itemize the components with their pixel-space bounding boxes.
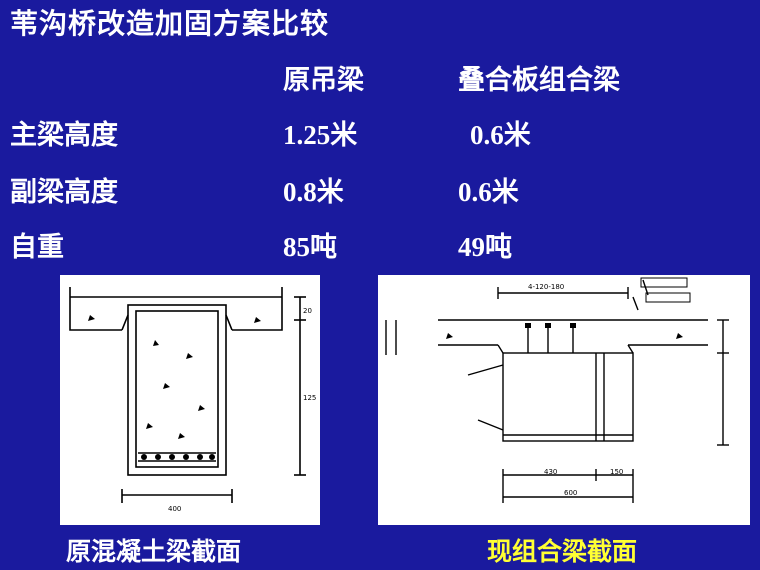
composite-beam-section-svg: 4-120-180 430 150 600: [385, 277, 729, 503]
svg-text:4-120-180: 4-120-180: [528, 283, 564, 291]
row-label-self-weight: 自重: [10, 232, 64, 263]
column-header-composite: 叠合板组合梁: [458, 65, 620, 96]
value-original-main-beam-height: 1.25米: [283, 120, 358, 150]
svg-text:400: 400: [168, 505, 181, 513]
value-composite-self-weight: 49吨: [458, 232, 512, 262]
original-beam-section-svg: 20 125 400: [69, 287, 316, 513]
value-composite-main-beam-height: 0.6米: [470, 120, 531, 150]
caption-original-concrete-section: 原混凝土梁截面: [66, 537, 242, 566]
column-header-original: 原吊梁: [283, 65, 364, 96]
page-title: 苇沟桥改造加固方案比较: [10, 7, 330, 40]
row-label-secondary-beam-height: 副梁高度: [10, 177, 118, 208]
svg-text:20: 20: [303, 307, 312, 315]
value-original-secondary-beam-height: 0.8米: [283, 177, 344, 207]
value-original-self-weight: 85吨: [283, 232, 337, 262]
original-concrete-beam-section-drawing: 20 125 400: [60, 275, 320, 525]
caption-composite-section: 现组合梁截面: [487, 537, 638, 566]
svg-text:150: 150: [610, 468, 623, 476]
row-label-main-beam-height: 主梁高度: [10, 120, 118, 151]
svg-text:600: 600: [564, 489, 577, 497]
svg-text:430: 430: [544, 468, 557, 476]
composite-beam-section-drawing: 4-120-180 430 150 600: [378, 275, 750, 525]
svg-text:125: 125: [303, 394, 316, 402]
value-composite-secondary-beam-height: 0.6米: [458, 177, 519, 207]
